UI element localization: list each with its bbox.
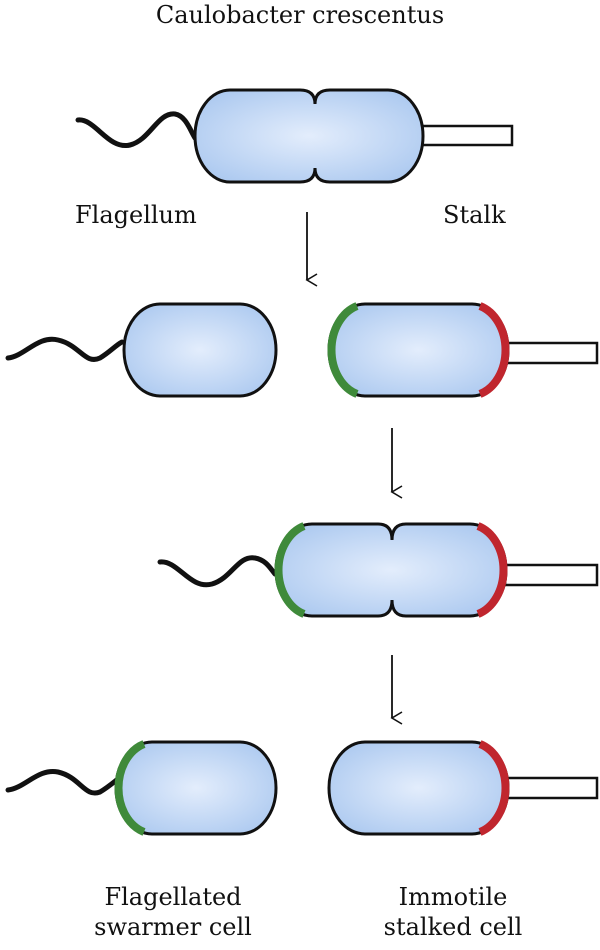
stalked-cell-icon xyxy=(327,302,510,398)
swarmer-cell-label-line-2: swarmer cell xyxy=(94,913,252,941)
stage-4-daughter-cells xyxy=(5,740,599,836)
stage-3-dividing-cell xyxy=(157,522,599,618)
cell-body-icon xyxy=(193,88,425,184)
stalked-cell-label: Immotile stalked cell xyxy=(378,882,528,942)
stage-2-separated-cells xyxy=(5,302,599,398)
flagellum-label: Flagellum xyxy=(75,201,197,229)
stalked-cell-icon xyxy=(327,740,510,836)
stalk-icon xyxy=(418,124,514,147)
stalked-cell-label-line-1: Immotile xyxy=(398,883,508,911)
swarmer-cell-icon xyxy=(122,302,278,398)
red-pole-icon xyxy=(476,522,508,618)
stalk-icon xyxy=(503,776,599,800)
dividing-cell-icon xyxy=(274,522,508,618)
red-pole-icon xyxy=(478,740,510,836)
flagellum-icon xyxy=(5,769,125,796)
flagellum-icon xyxy=(5,336,125,362)
red-pole-icon xyxy=(478,302,510,398)
stalk-icon xyxy=(503,563,599,587)
stalked-cell-label-line-2: stalked cell xyxy=(383,913,523,941)
diagram-title: Caulobacter crescentus xyxy=(155,1,445,29)
stalk-label: Stalk xyxy=(443,201,506,229)
stage-1-predivisional-cell xyxy=(75,88,514,184)
flagellum-icon xyxy=(75,111,198,148)
stalk-icon xyxy=(503,341,599,365)
green-pole-icon xyxy=(327,302,359,398)
swarmer-cell-icon xyxy=(114,740,278,836)
flagellum-icon xyxy=(157,555,278,588)
green-pole-icon xyxy=(114,740,146,836)
swarmer-cell-label-line-1: Flagellated xyxy=(104,883,242,911)
green-pole-icon xyxy=(274,522,306,618)
swarmer-cell-label: Flagellated swarmer cell xyxy=(88,882,258,942)
